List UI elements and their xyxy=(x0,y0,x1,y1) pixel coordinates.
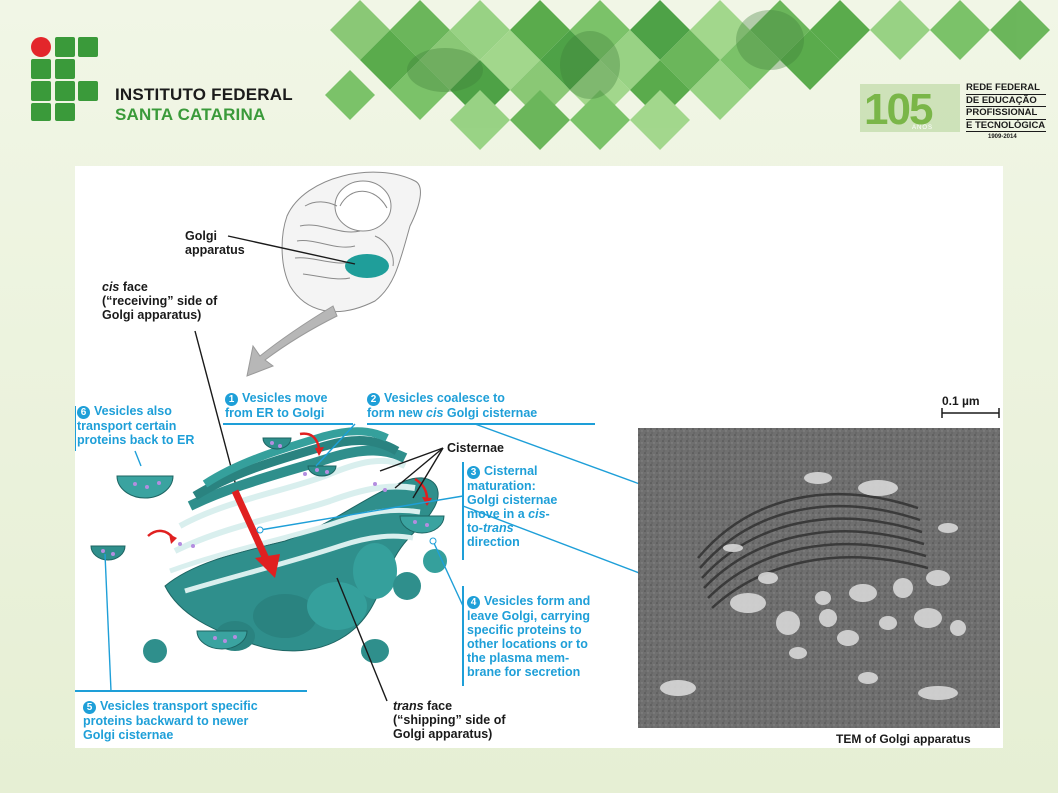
step-text: Golgi cisternae xyxy=(83,728,174,742)
golgi-diagram-panel: Golgi apparatus cis face (“receiving” si… xyxy=(75,166,1003,748)
step-text: form new cis Golgi cisternae xyxy=(367,406,538,420)
step-text: from ER to Golgi xyxy=(225,406,325,420)
step-text: Vesicles coalesce to xyxy=(384,391,505,405)
golgi-label-leader xyxy=(227,235,356,265)
zoom-arrow xyxy=(246,305,338,377)
trans-face-line: (“shipping” side of xyxy=(393,713,506,727)
callout-leader xyxy=(104,423,722,692)
network-line: E TECNOLÓGICA xyxy=(966,119,1046,132)
step-text: transport certain xyxy=(77,419,177,433)
network-line: REDE FEDERAL xyxy=(966,82,1046,95)
step-text: Vesicles form and xyxy=(484,594,591,608)
step-number: 4 xyxy=(467,596,480,609)
step-2-callout: 2 Vesicles coalesce to form new cis Golgi… xyxy=(367,391,537,420)
network-years: 1909-2014 xyxy=(988,134,1017,140)
callout-bracket xyxy=(75,406,595,692)
step-number: 3 xyxy=(467,466,480,479)
cis-to-trans-arrow xyxy=(231,489,280,578)
tem-caption: TEM of Golgi apparatus xyxy=(836,732,971,746)
anniversary-number: 105 xyxy=(864,85,933,132)
network-line: DE EDUCAÇÃO xyxy=(966,95,1046,107)
step-number: 2 xyxy=(367,393,380,406)
cisternae-label: Cisternae xyxy=(447,441,504,455)
golgi-diagram-artwork xyxy=(75,171,1000,702)
network-logo: REDE FEDERAL DE EDUCAÇÃO PROFISSIONAL E … xyxy=(966,82,1046,140)
trans-face-line: Golgi apparatus) xyxy=(393,727,493,741)
golgi-apparatus-label: Golgi apparatus xyxy=(185,229,245,257)
cis-face-line: Golgi apparatus) xyxy=(102,308,202,322)
step-text: Vesicles also xyxy=(94,404,172,418)
step-5-callout: 5 Vesicles transport specific proteins ba… xyxy=(83,699,258,742)
step-text: brane for secretion xyxy=(467,665,581,679)
step-text: Cisternal xyxy=(484,464,538,478)
step-text: proteins back to ER xyxy=(77,433,195,447)
cis-face-line: cis face xyxy=(102,280,148,294)
golgi-label-line: Golgi xyxy=(185,229,217,243)
golgi-apparatus-illustration xyxy=(143,427,447,663)
golgi-label-line: apparatus xyxy=(185,243,245,257)
step-text: other locations or to xyxy=(467,637,588,651)
header-mosaic-image xyxy=(325,0,1050,150)
step-text: move in a cis- xyxy=(467,507,550,521)
step-1-callout: 1 Vesicles move from ER to Golgi xyxy=(225,391,327,420)
tem-micrograph xyxy=(638,428,1000,728)
cisternae-leader xyxy=(379,447,444,499)
step-3-callout: 3 Cisternal maturation: Golgi cisternae m… xyxy=(467,464,557,549)
step-text: Golgi cisternae xyxy=(467,493,558,507)
step-number: 1 xyxy=(225,393,238,406)
anniversary-small: ANOS xyxy=(912,125,933,131)
trans-face-line: trans face xyxy=(393,699,453,713)
step-4-callout: 4 Vesicles form and leave Golgi, carrying… xyxy=(467,594,590,679)
cell-illustration xyxy=(281,171,421,313)
institution-campus: SANTA CATARINA xyxy=(115,105,266,124)
step-number: 5 xyxy=(83,701,96,714)
scale-bar-label: 0.1 µm xyxy=(942,394,980,408)
cis-face-label: cis face (“receiving” side of Golgi appa… xyxy=(102,280,217,322)
institution-logo xyxy=(31,37,98,121)
anniversary-logo: 105 ANOS xyxy=(860,84,960,132)
step-6-callout: 6 Vesicles also transport certain protein… xyxy=(77,404,194,447)
step-text: Vesicles transport specific xyxy=(100,699,258,713)
step-number: 6 xyxy=(77,406,90,419)
step-text: to-trans xyxy=(467,521,514,535)
institution-name: INSTITUTO FEDERAL xyxy=(115,85,293,104)
step-text: specific proteins to xyxy=(467,623,582,637)
step-text: proteins backward to newer xyxy=(83,714,249,728)
trans-face-label: trans face (“shipping” side of Golgi app… xyxy=(393,699,506,741)
step-text: maturation: xyxy=(467,479,536,493)
network-line: PROFISSIONAL xyxy=(966,107,1046,120)
step-text: direction xyxy=(467,535,520,549)
cell-golgi-highlight xyxy=(345,254,389,278)
step-text: the plasma mem- xyxy=(467,651,570,665)
cis-face-line: (“receiving” side of xyxy=(102,294,218,308)
scale-bar xyxy=(941,408,1000,418)
step-text: leave Golgi, carrying xyxy=(467,609,590,623)
trans-face-leader xyxy=(336,577,388,702)
step-text: Vesicles move xyxy=(242,391,328,405)
